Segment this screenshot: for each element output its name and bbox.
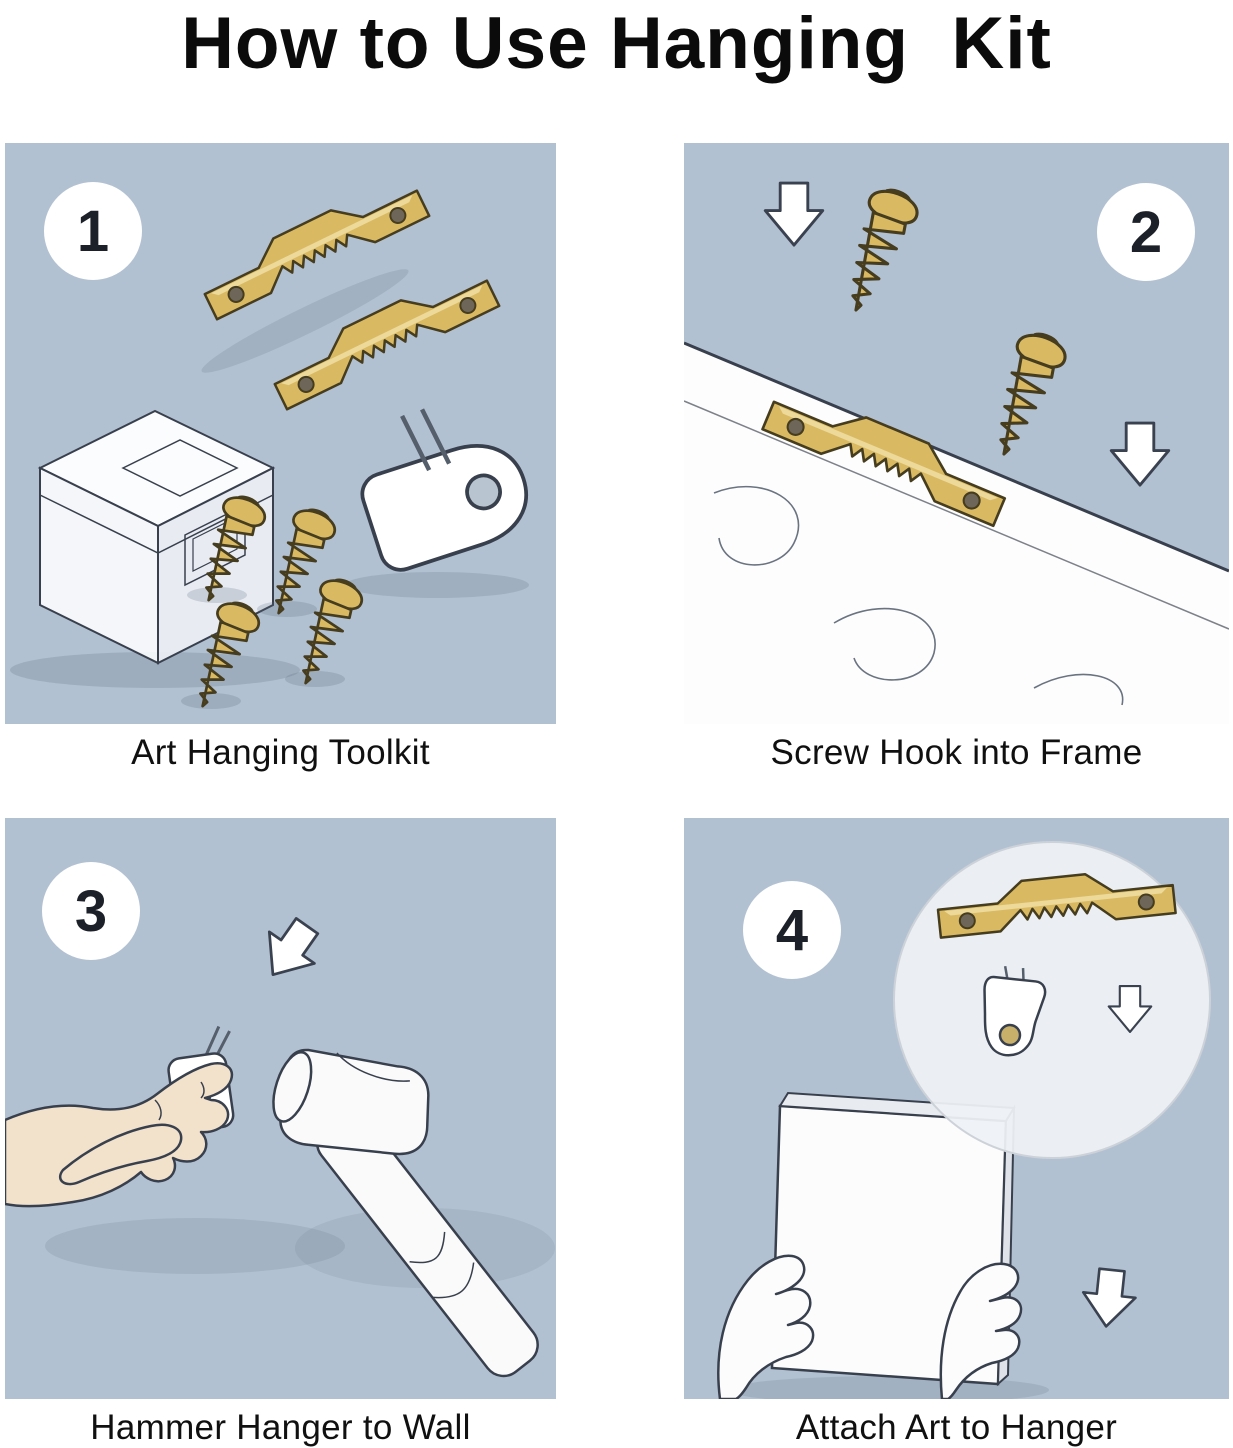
step-4-caption: Attach Art to Hanger xyxy=(795,1408,1118,1447)
left-hand-illustration xyxy=(717,1254,815,1399)
wood-grain xyxy=(713,485,800,566)
step-2-caption: Screw Hook into Frame xyxy=(770,733,1143,772)
figure-step-4: 4 Attach Art to Hanger xyxy=(684,818,1229,1448)
step-4-illustration xyxy=(717,841,1211,1399)
step-2-illustration xyxy=(684,181,1229,724)
magnifier-circle xyxy=(893,841,1211,1159)
step-3-illustration xyxy=(5,908,555,1378)
screw-shadow xyxy=(181,693,241,709)
panel-3-canvas: 3 xyxy=(5,818,556,1399)
panel-4-canvas: 4 xyxy=(684,818,1229,1399)
wall-hook-detail-icon xyxy=(983,965,1047,1057)
down-arrow-icon xyxy=(763,181,825,247)
step-1-badge: 1 xyxy=(44,182,142,280)
hanger-shadow xyxy=(201,269,409,373)
down-arrow-icon xyxy=(1109,421,1171,487)
figure-step-2: 2 Screw Hook into Frame xyxy=(684,143,1229,773)
screw-icon xyxy=(831,181,924,321)
figure-step-1: 1 Art Hanging Toolkit xyxy=(5,143,556,773)
wall-hook-icon xyxy=(342,386,539,575)
screw-shadow xyxy=(187,587,247,603)
step-1-caption: Art Hanging Toolkit xyxy=(131,733,430,772)
down-left-arrow-icon xyxy=(249,908,331,992)
page-title: How to Use Hanging Kit xyxy=(181,3,1052,84)
step-4-badge: 4 xyxy=(743,881,841,979)
down-arrow-icon xyxy=(1078,1265,1140,1331)
panel-2-canvas: 2 xyxy=(684,143,1229,724)
right-hand-illustration xyxy=(939,1262,1023,1399)
hand-shadow xyxy=(45,1218,345,1274)
hook-shadow xyxy=(345,572,529,598)
wood-grain xyxy=(833,607,936,681)
screw-shadow xyxy=(285,671,345,687)
hand-illustration xyxy=(5,1062,234,1208)
step-1-illustration xyxy=(10,171,556,716)
step-3-caption: Hammer Hanger to Wall xyxy=(90,1408,471,1447)
screw-icon xyxy=(979,325,1072,465)
wood-grain xyxy=(1033,673,1124,706)
frame-board-illustration xyxy=(684,341,1229,724)
sawtooth-hanger-icon xyxy=(194,171,431,321)
panel-1-canvas: 1 xyxy=(5,143,556,724)
step-3-badge: 3 xyxy=(42,862,140,960)
box-shadow xyxy=(10,652,300,688)
hammer-illustration xyxy=(272,1048,539,1378)
step-2-badge: 2 xyxy=(1097,183,1195,281)
screw-shadow xyxy=(257,601,317,617)
figure-step-3: 3 Hammer Hanger to Wall xyxy=(5,818,556,1448)
